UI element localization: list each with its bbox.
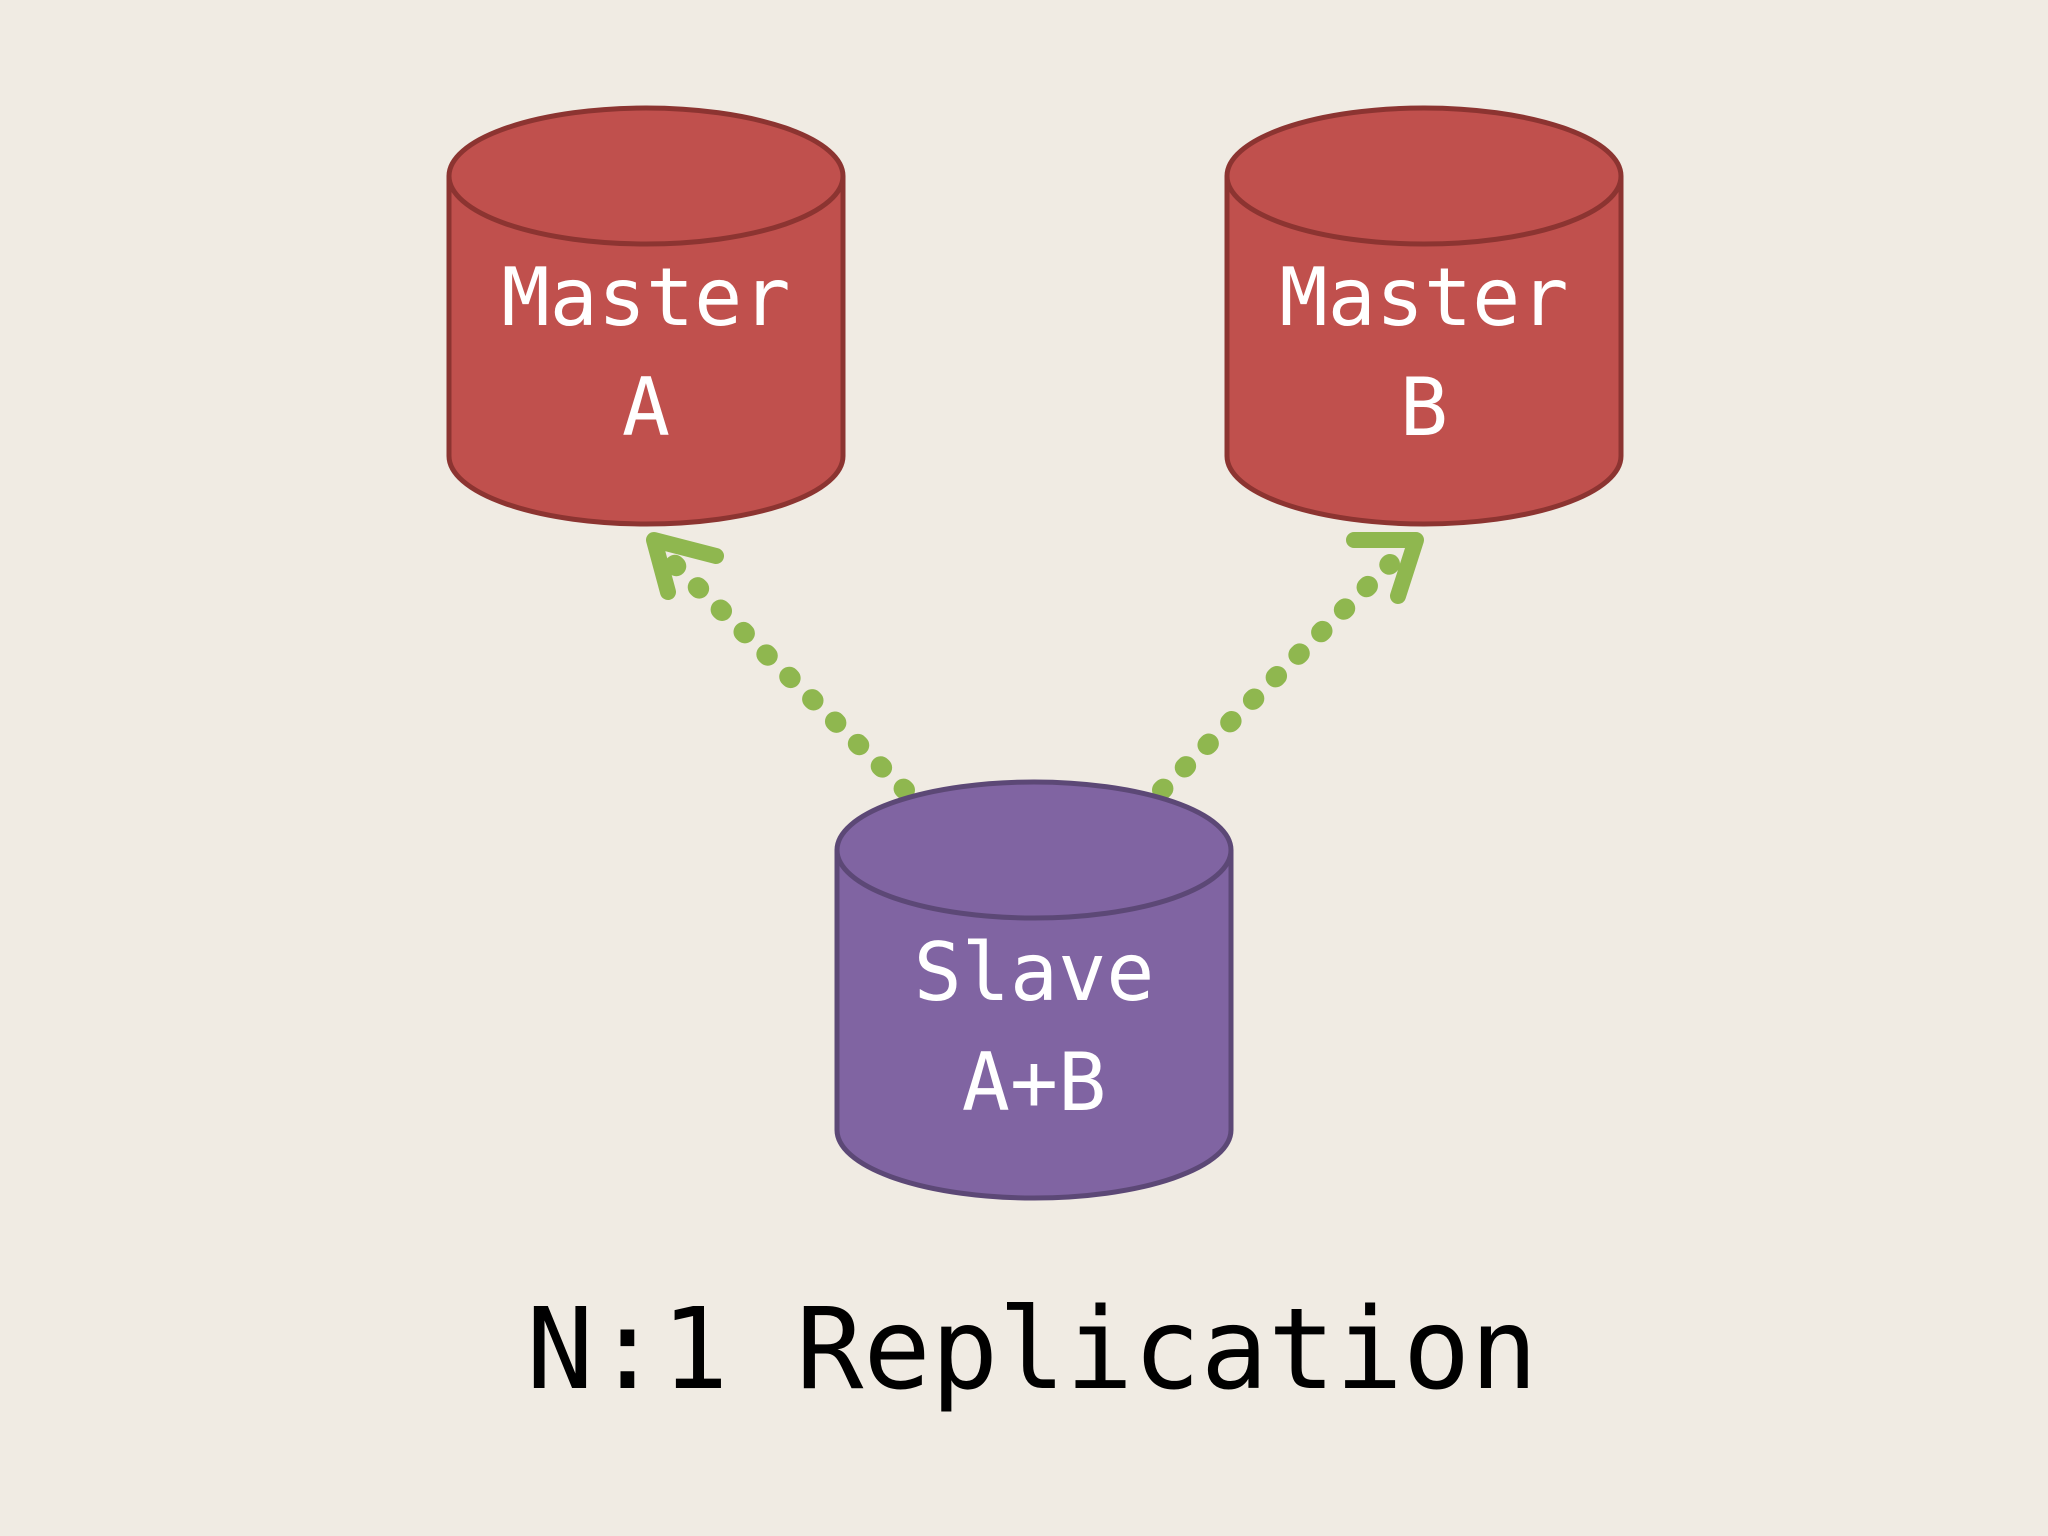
master-b-label-line2: B: [1400, 361, 1448, 454]
master-b-cylinder-top: [1224, 105, 1624, 247]
slave-database: Slave A+B: [834, 779, 1234, 1201]
arrow-line-slave-to-master-a: [662, 552, 915, 800]
master-a-cylinder-body: [446, 176, 846, 527]
arrowhead-master-a-icon: [646, 532, 724, 600]
slave-label-line2: A+B: [962, 1036, 1107, 1129]
master-a-label-line2: A: [622, 361, 670, 454]
diagram-caption: N:1 Replication: [526, 1285, 1537, 1415]
master-b-cylinder-body: [1224, 176, 1624, 527]
slave-cylinder-top: [834, 779, 1234, 921]
master-a-label-line1: Master: [502, 251, 791, 344]
master-a-cylinder-top: [446, 105, 846, 247]
master-b-label-line1: Master: [1280, 251, 1569, 344]
master-b-database: Master B: [1224, 105, 1624, 527]
slave-label-line1: Slave: [914, 926, 1155, 1019]
master-a-database: Master A: [446, 105, 846, 527]
arrow-slave-to-master-b: [1152, 532, 1424, 800]
arrow-slave-to-master-a: [646, 532, 915, 800]
slave-cylinder-body: [834, 850, 1234, 1201]
arrow-line-slave-to-master-b: [1152, 554, 1400, 800]
arrowhead-master-b-icon: [1346, 532, 1424, 604]
